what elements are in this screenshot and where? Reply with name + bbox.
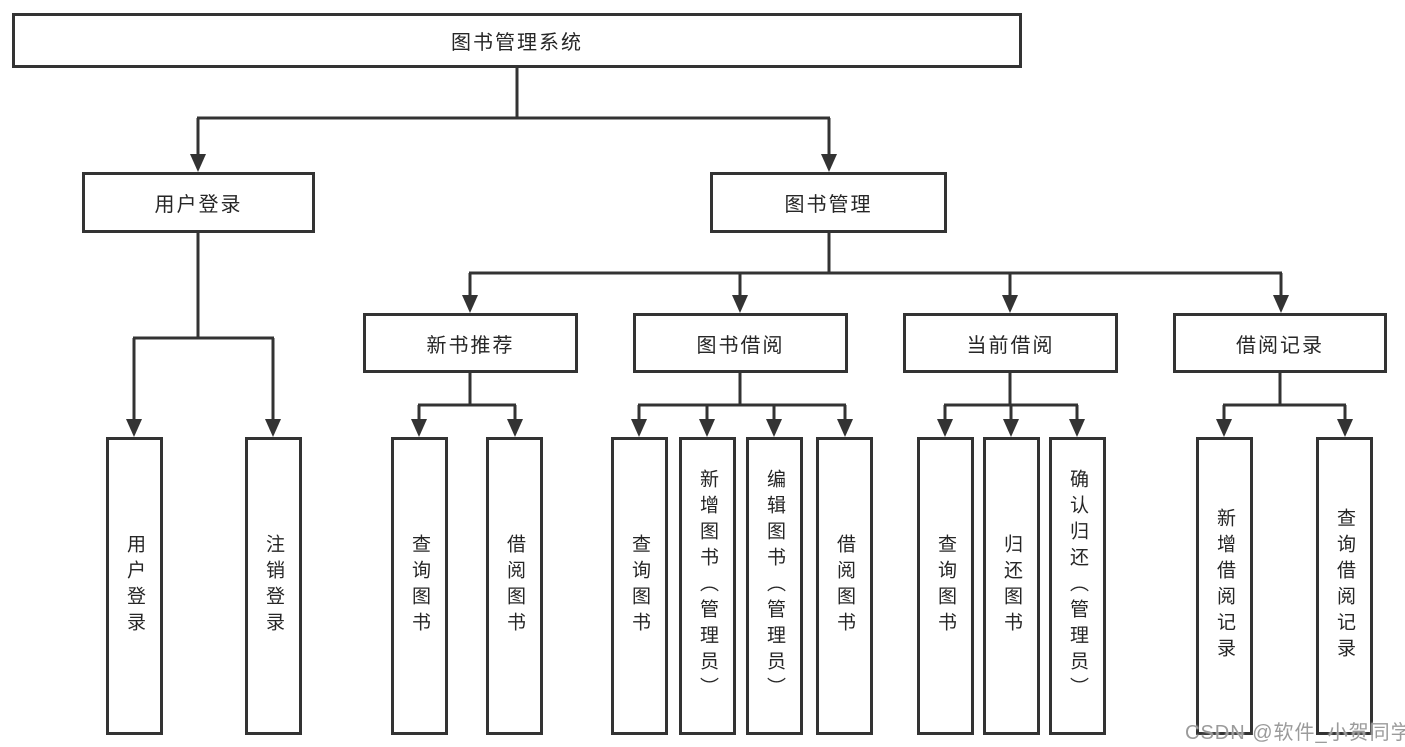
node-library-system: 图书管理系统 — [12, 13, 1022, 68]
leaf-logout-label: 注销登录 — [263, 534, 284, 638]
leaf-add-borrow-record: 新增借阅记录 — [1196, 437, 1253, 735]
node-current-borrowing: 当前借阅 — [903, 313, 1118, 373]
leaf-borrow-books-borrowing-label: 借阅图书 — [834, 534, 855, 638]
node-new-book-recommendation: 新书推荐 — [363, 313, 578, 373]
leaf-borrow-books-recommend: 借阅图书 — [486, 437, 543, 735]
leaf-query-borrow-record-label: 查询借阅记录 — [1334, 508, 1355, 664]
leaf-query-books-current: 查询图书 — [917, 437, 974, 735]
leaf-borrow-books-recommend-label: 借阅图书 — [504, 534, 525, 638]
leaf-return-books-label: 归还图书 — [1001, 534, 1022, 638]
leaf-confirm-return-admin-label: 确认归还（管理员） — [1067, 469, 1088, 703]
leaf-logout: 注销登录 — [245, 437, 302, 735]
leaf-query-borrow-record: 查询借阅记录 — [1316, 437, 1373, 735]
leaf-query-books-recommend-label: 查询图书 — [409, 534, 430, 638]
node-borrowing-records: 借阅记录 — [1173, 313, 1387, 373]
leaf-return-books: 归还图书 — [983, 437, 1040, 735]
leaf-query-books-borrowing-label: 查询图书 — [629, 534, 650, 638]
node-user-login: 用户登录 — [82, 172, 315, 233]
leaf-query-books-borrowing: 查询图书 — [611, 437, 668, 735]
node-book-management: 图书管理 — [710, 172, 947, 233]
leaf-confirm-return-admin: 确认归还（管理员） — [1049, 437, 1106, 735]
leaf-user-login: 用户登录 — [106, 437, 163, 735]
node-book-borrowing: 图书借阅 — [633, 313, 848, 373]
leaf-query-books-recommend: 查询图书 — [391, 437, 448, 735]
leaf-user-login-label: 用户登录 — [124, 534, 145, 638]
leaf-edit-books-admin-label: 编辑图书（管理员） — [764, 469, 785, 703]
leaf-borrow-books-borrowing: 借阅图书 — [816, 437, 873, 735]
leaf-add-borrow-record-label: 新增借阅记录 — [1214, 508, 1235, 664]
leaf-add-books-admin: 新增图书（管理员） — [679, 437, 736, 735]
leaf-query-books-current-label: 查询图书 — [935, 534, 956, 638]
leaf-add-books-admin-label: 新增图书（管理员） — [697, 469, 718, 703]
leaf-edit-books-admin: 编辑图书（管理员） — [746, 437, 803, 735]
csdn-watermark: CSDN @软件_小贺同学 — [1185, 722, 1405, 744]
